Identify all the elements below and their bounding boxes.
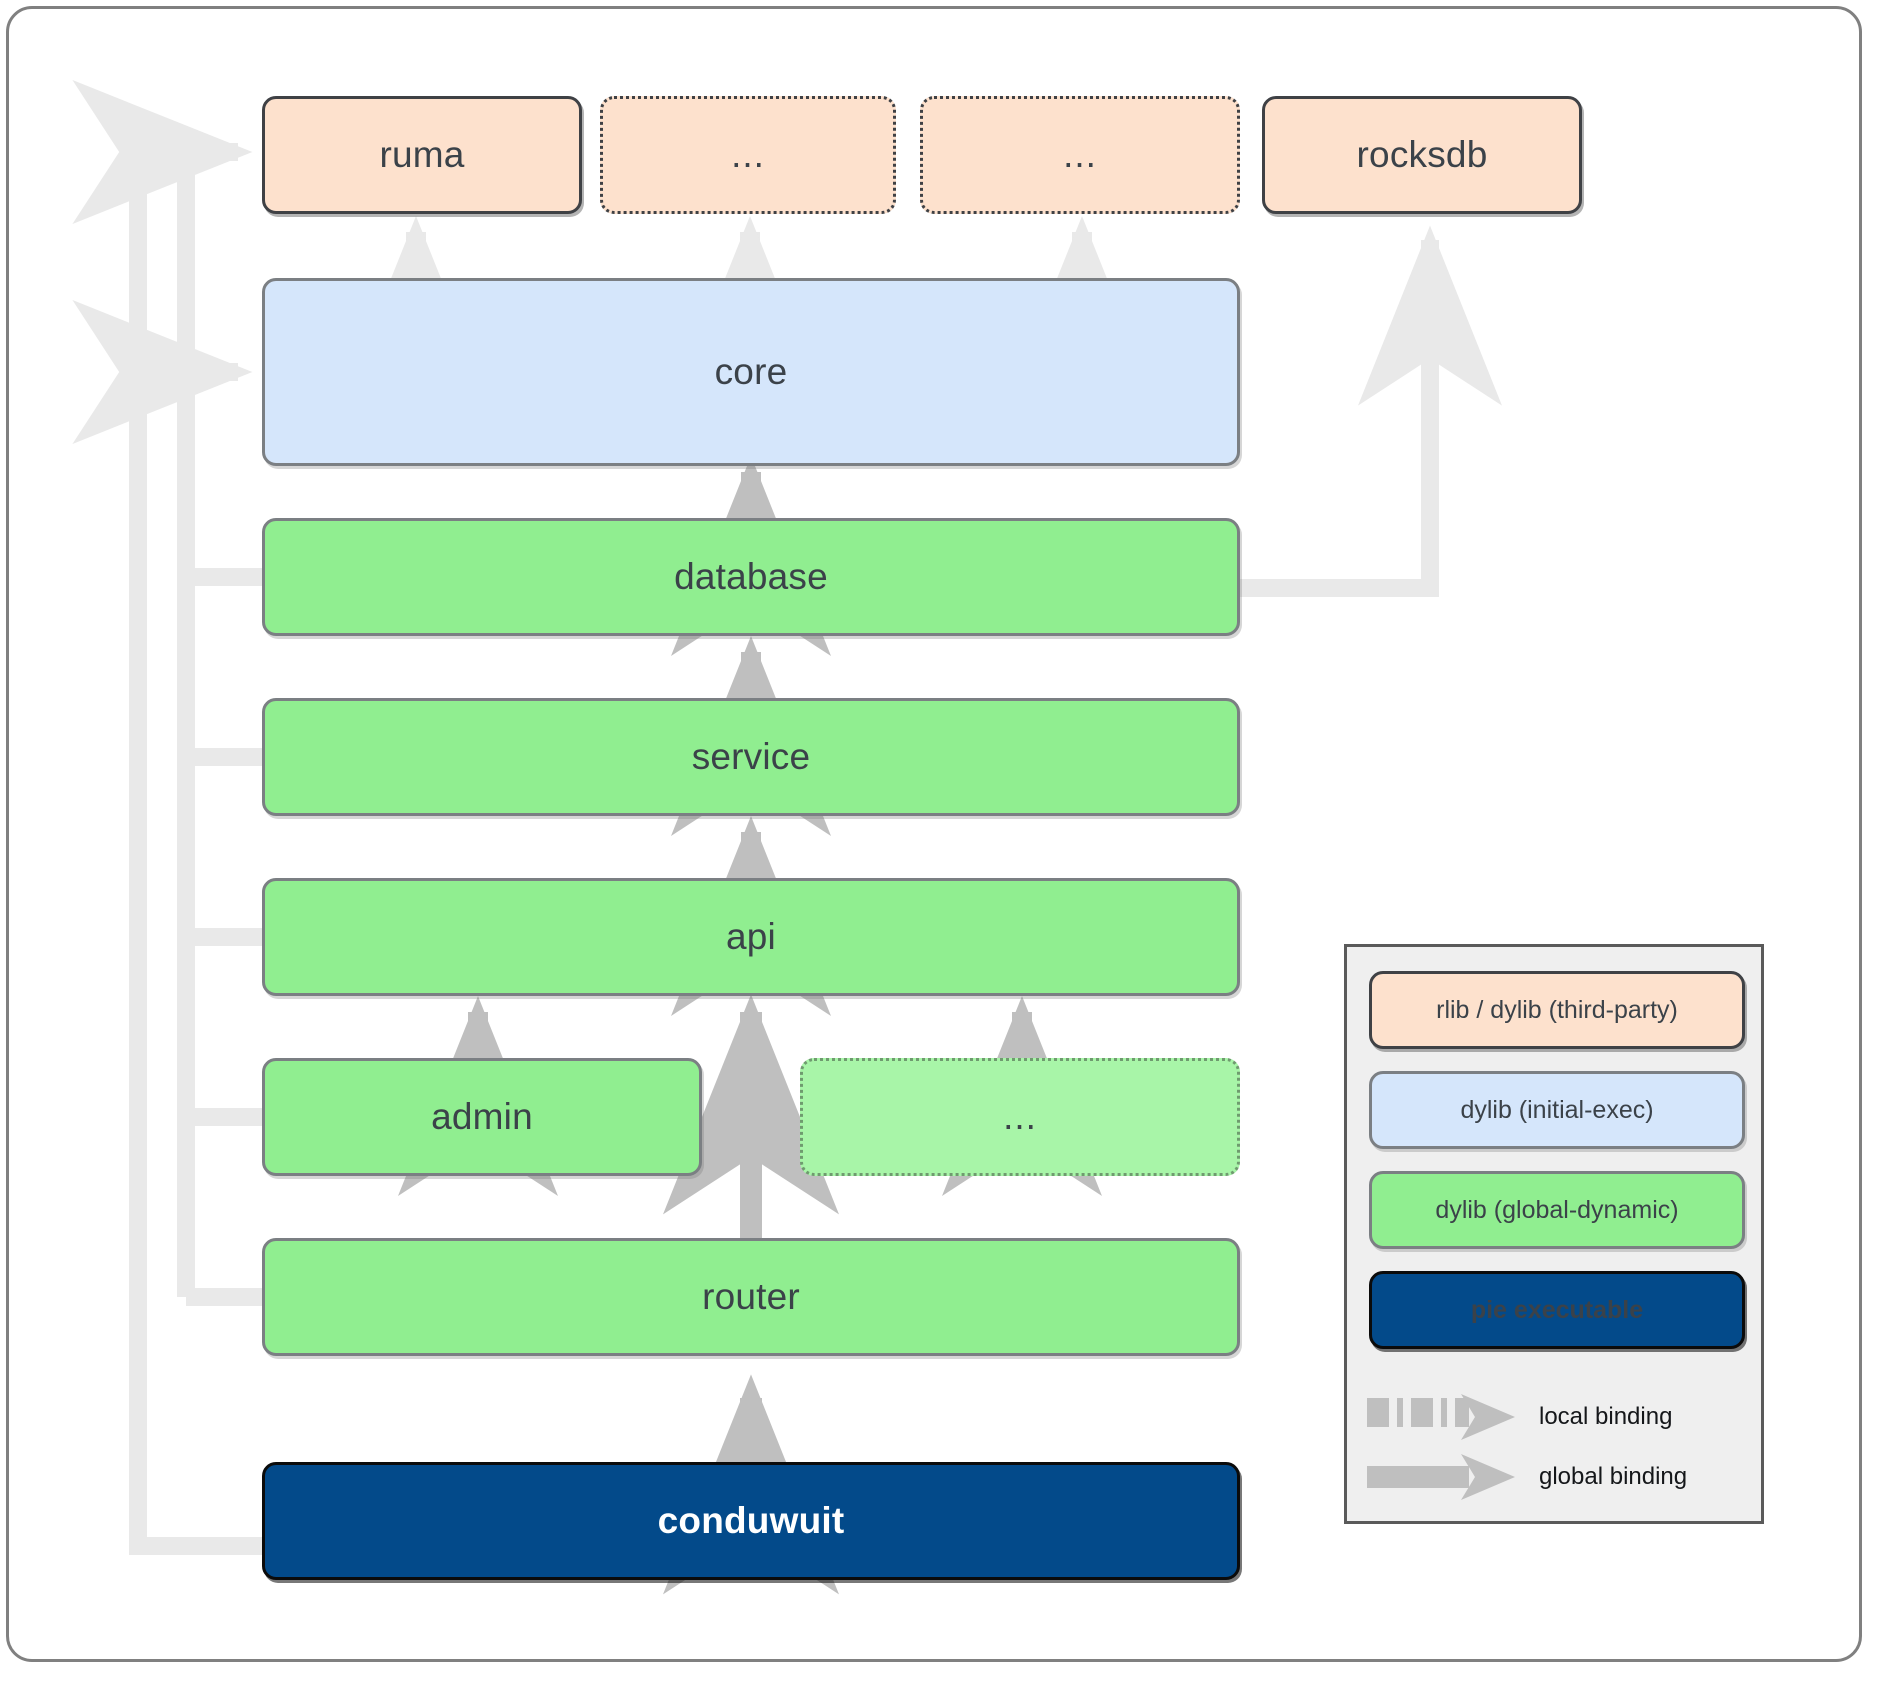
node-third-party-more-1-label: ... (731, 133, 765, 175)
node-api[interactable]: api (262, 878, 1240, 996)
node-ruma[interactable]: ruma (262, 96, 582, 214)
node-admin[interactable]: admin (262, 1058, 702, 1176)
legend-chip-global-dynamic: dylib (global-dynamic) (1369, 1171, 1745, 1249)
local-binding-arrow-icon (1367, 1394, 1515, 1440)
node-database[interactable]: database (262, 518, 1240, 636)
node-router-label: router (702, 1276, 800, 1317)
node-admin-label: admin (431, 1096, 533, 1137)
legend-chip-pie-executable-label: pie executable (1470, 1295, 1644, 1324)
node-core-label: core (714, 351, 788, 392)
node-ruma-label: ruma (379, 134, 465, 175)
node-third-party-more-1[interactable]: ... (600, 96, 896, 214)
node-router[interactable]: router (262, 1238, 1240, 1356)
legend-chip-initial-exec: dylib (initial-exec) (1369, 1071, 1745, 1149)
legend-chip-third-party: rlib / dylib (third-party) (1369, 971, 1745, 1049)
node-third-party-more-2-label: ... (1063, 133, 1097, 175)
node-admin-more-label: ... (1003, 1095, 1037, 1137)
node-database-label: database (674, 556, 828, 597)
legend-chip-initial-exec-label: dylib (initial-exec) (1460, 1095, 1654, 1124)
node-conduwuit-label: conduwuit (657, 1500, 845, 1541)
node-rocksdb-label: rocksdb (1356, 134, 1488, 175)
node-core[interactable]: core (262, 278, 1240, 466)
node-service-label: service (691, 736, 811, 777)
legend-row-global-binding-label: global binding (1539, 1463, 1688, 1490)
legend-panel: rlib / dylib (third-party) dylib (initia… (1344, 944, 1764, 1524)
node-rocksdb[interactable]: rocksdb (1262, 96, 1582, 214)
legend-chip-pie-executable: pie executable (1369, 1271, 1745, 1349)
node-api-label: api (726, 916, 776, 957)
legend-chip-global-dynamic-label: dylib (global-dynamic) (1435, 1195, 1679, 1224)
legend-row-local-binding-label: local binding (1539, 1403, 1673, 1430)
legend-row-local-binding: local binding (1365, 1387, 1749, 1447)
legend-row-global-binding: global binding (1365, 1447, 1749, 1507)
global-binding-arrow-icon (1367, 1454, 1515, 1500)
node-conduwuit[interactable]: conduwuit (262, 1462, 1240, 1580)
node-third-party-more-2[interactable]: ... (920, 96, 1240, 214)
legend-chip-third-party-label: rlib / dylib (third-party) (1436, 995, 1678, 1024)
node-admin-more[interactable]: ... (800, 1058, 1240, 1176)
node-service[interactable]: service (262, 698, 1240, 816)
